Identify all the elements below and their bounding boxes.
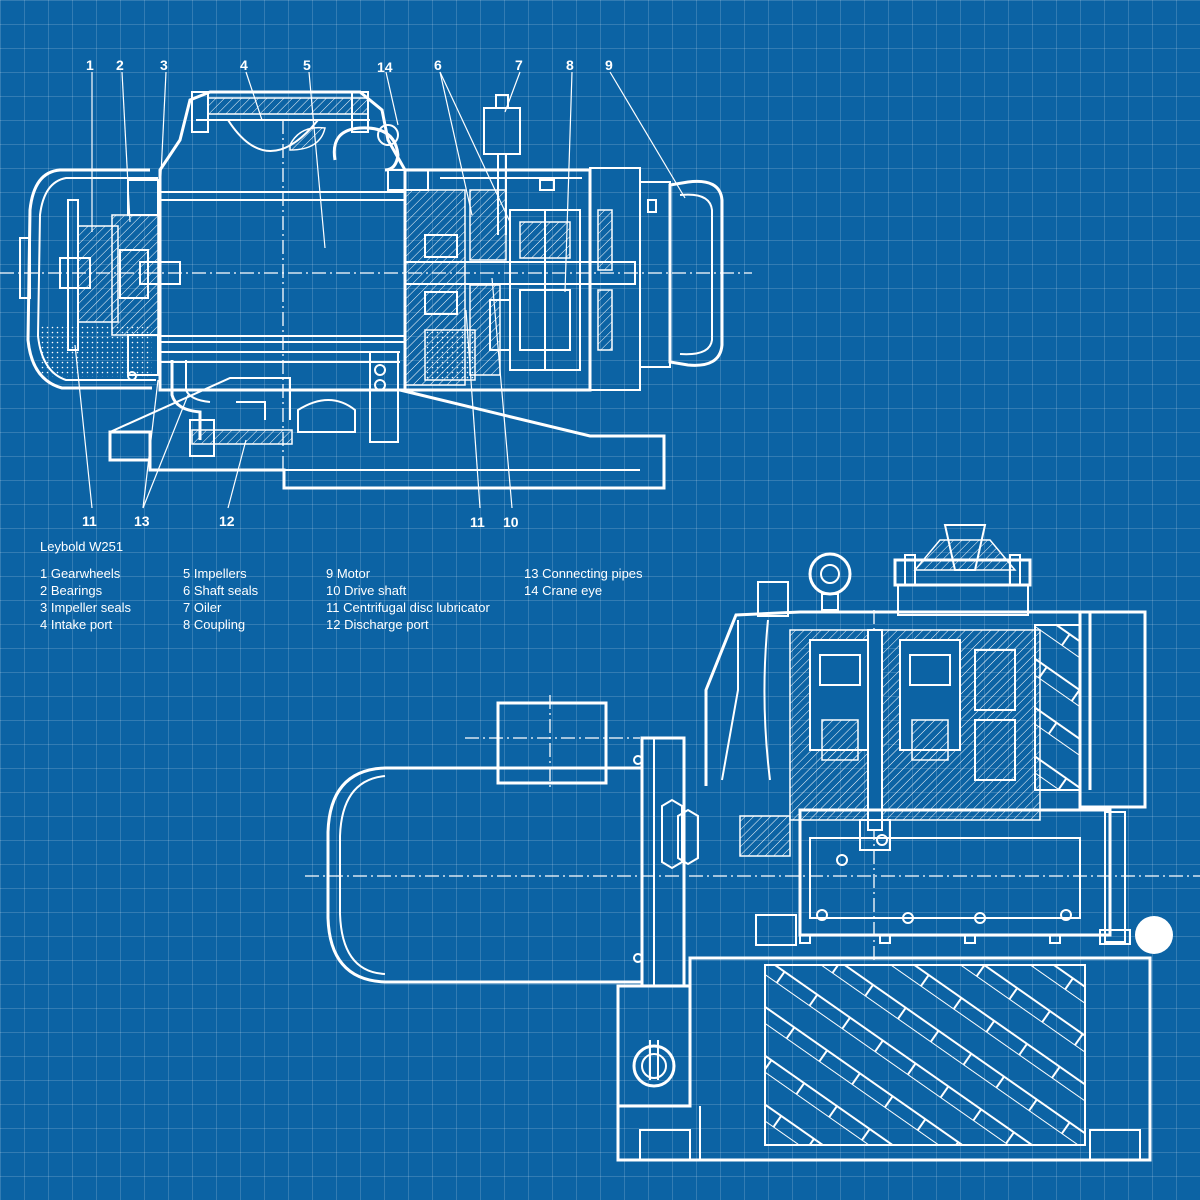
connecting-pipe xyxy=(170,360,202,440)
pump-base xyxy=(148,388,666,490)
legend-item: 11 Centrifugal disc lubricator xyxy=(326,600,490,615)
sectional-view xyxy=(0,90,752,490)
callout-9: 9 xyxy=(605,57,613,73)
callout-5: 5 xyxy=(303,57,311,73)
leader-lines xyxy=(74,71,686,509)
lower-housing xyxy=(798,808,1112,937)
drain-plug xyxy=(632,1044,676,1088)
diagram-title: Leybold W251 xyxy=(40,539,124,554)
callout-10: 10 xyxy=(503,514,519,530)
callout-2: 2 xyxy=(116,57,124,73)
callout-13: 13 xyxy=(134,513,150,529)
legend-column-4: 13 Connecting pipes 14 Crane eye xyxy=(524,565,667,633)
marker-dot xyxy=(1135,916,1173,954)
motor-body xyxy=(326,766,644,984)
terminal-box xyxy=(496,701,608,785)
pump-housing xyxy=(704,610,1092,790)
legend-columns: 1 Gearwheels 2 Bearings 3 Impeller seals… xyxy=(40,565,667,633)
legend-item: 8 Coupling xyxy=(183,617,246,632)
legend-column-3: 9 Motor 10 Drive shaft 11 Centrifugal di… xyxy=(326,565,524,633)
drive-shaft xyxy=(404,261,636,285)
callout-1: 1 xyxy=(86,57,94,73)
callout-11-left: 11 xyxy=(82,513,97,529)
legend-column-2: 5 Impellers 6 Shaft seals 7 Oiler 8 Coup… xyxy=(183,565,326,633)
legend-item: 6 Shaft seals xyxy=(183,583,259,598)
callout-6: 6 xyxy=(434,57,442,73)
vertical-shaft xyxy=(867,629,883,831)
callout-14: 14 xyxy=(377,59,393,75)
side-view xyxy=(305,524,1200,1162)
motor xyxy=(668,179,724,367)
base-hatched xyxy=(764,964,1086,1146)
legend-item: 14 Crane eye xyxy=(524,583,603,598)
callout-8: 8 xyxy=(566,57,574,73)
callout-12: 12 xyxy=(219,513,235,529)
discharge-port xyxy=(191,429,293,445)
legend-item: 2 Bearings xyxy=(40,583,103,598)
legend-item: 13 Connecting pipes xyxy=(524,566,643,581)
legend-item: 1 Gearwheels xyxy=(40,566,121,581)
legend-item: 5 Impellers xyxy=(183,566,247,581)
crane-eye xyxy=(332,126,400,172)
callout-3: 3 xyxy=(160,57,168,73)
gear-housing xyxy=(26,168,152,390)
legend-item: 12 Discharge port xyxy=(326,617,429,632)
legend-item: 7 Oiler xyxy=(183,600,222,615)
legend-item: 4 Intake port xyxy=(40,617,113,632)
callout-7: 7 xyxy=(515,57,523,73)
legend-column-1: 1 Gearwheels 2 Bearings 3 Impeller seals… xyxy=(40,565,183,633)
legend: Leybold W251 1 Gearwheels 2 Bearings 3 I… xyxy=(40,538,667,633)
legend-item: 3 Impeller seals xyxy=(40,600,132,615)
callout-11-right: 11 xyxy=(470,514,485,530)
legend-item: 9 Motor xyxy=(326,566,371,581)
legend-item: 10 Drive shaft xyxy=(326,583,407,598)
impeller-chamber xyxy=(158,90,407,392)
callout-4: 4 xyxy=(240,57,248,73)
